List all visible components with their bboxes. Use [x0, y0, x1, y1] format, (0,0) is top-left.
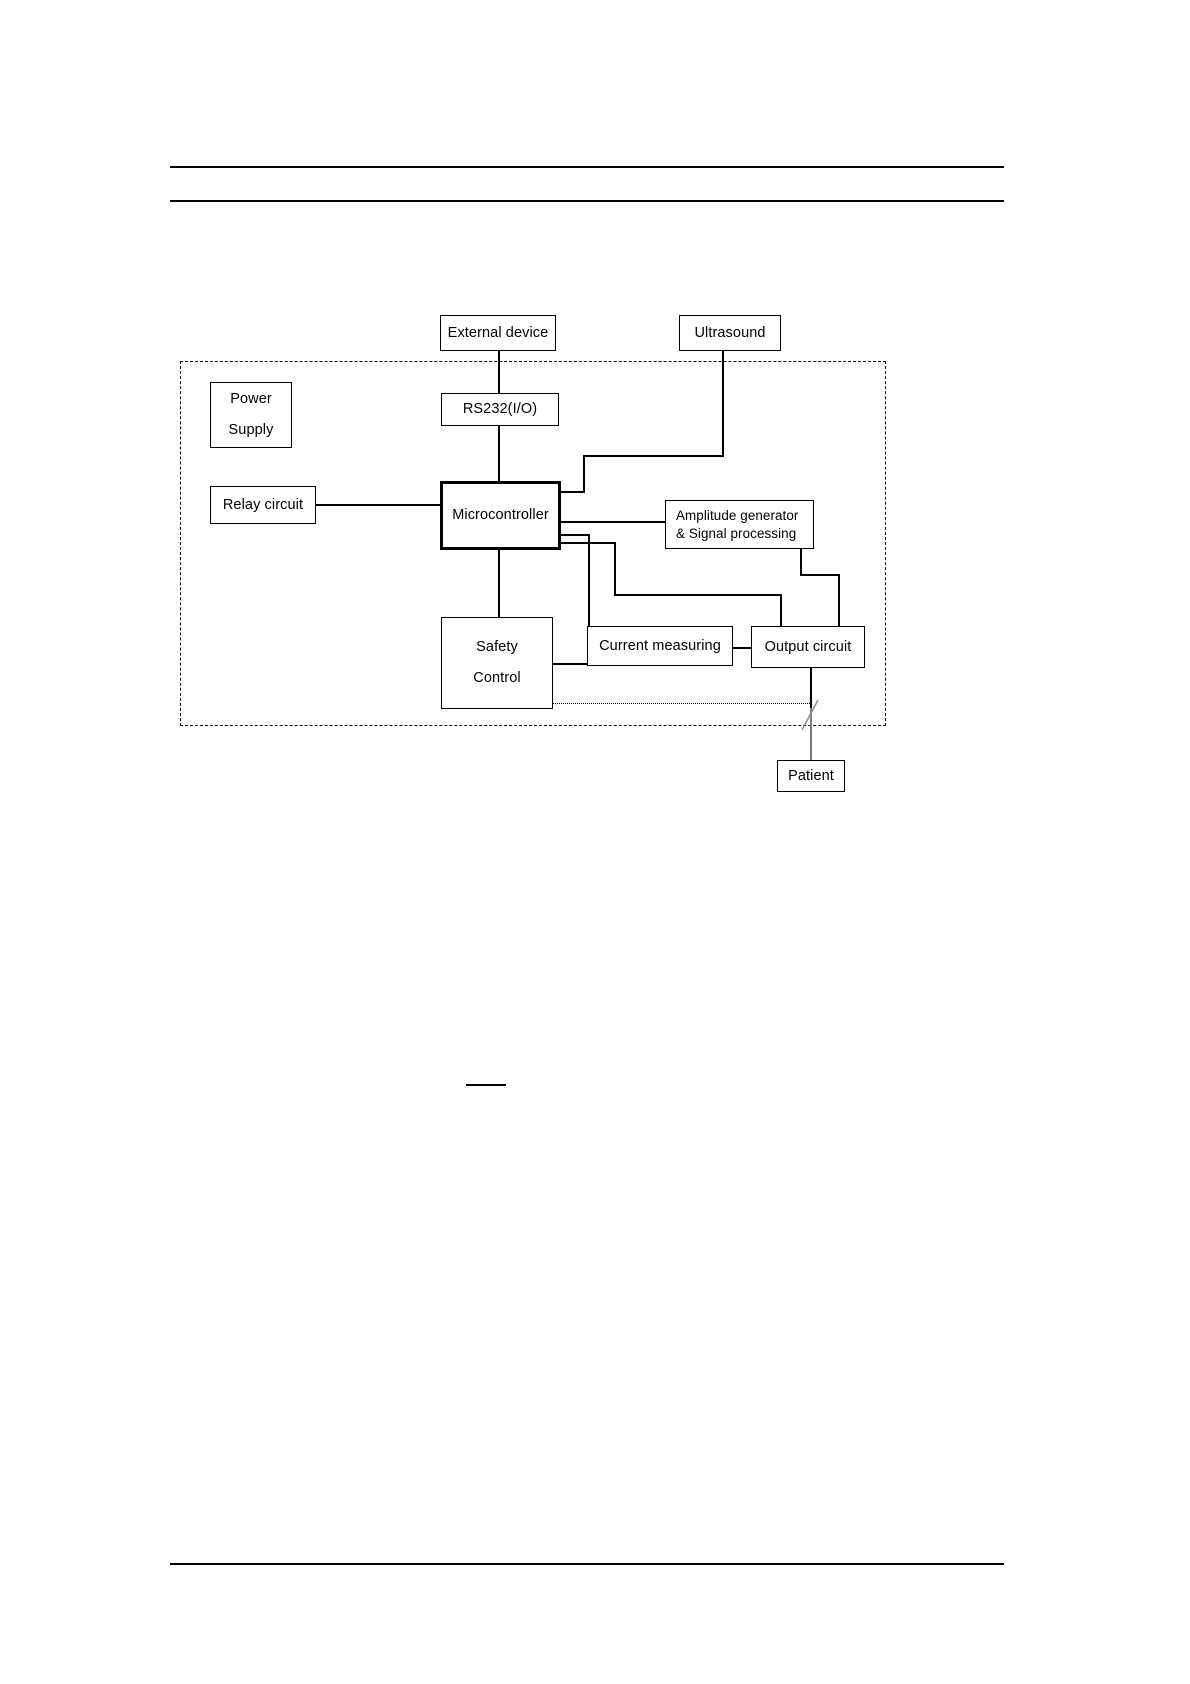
wire-microcontroller-tap-mid — [559, 534, 589, 536]
block-label: RS232(I/O) — [462, 401, 538, 418]
block-safety-control[interactable]: Safety Control — [441, 617, 553, 709]
device-enclosure-dashed-boundary — [180, 361, 886, 726]
wire-microcontroller-to-safety-control — [498, 549, 500, 619]
wire-ultrasound-into-microcontroller — [558, 491, 585, 493]
block-ultrasound[interactable]: Ultrasound — [679, 315, 781, 351]
wire-current-to-output-circuit — [733, 647, 752, 649]
block-label: Patient — [788, 767, 834, 784]
wire-microcontroller-tap-low — [559, 542, 615, 544]
wire-output-circuit-to-patient-lower — [810, 708, 812, 760]
block-label: Output circuit — [764, 638, 852, 655]
block-external-device[interactable]: External device — [440, 315, 556, 351]
wire-microcontroller-tap-low-drop — [614, 542, 616, 595]
block-label: External device — [447, 324, 549, 341]
block-relay-circuit[interactable]: Relay circuit — [210, 486, 316, 524]
isolation-break-marker — [801, 699, 819, 731]
block-label: Relay circuit — [222, 496, 304, 513]
wire-safety-control-dotted-to-patient-path — [553, 703, 810, 704]
block-current-measuring[interactable]: Current measuring — [587, 626, 733, 666]
wire-ultrasound-horizontal — [583, 455, 724, 457]
block-label-line2: Supply — [228, 422, 274, 438]
wire-amplitude-drop — [800, 549, 802, 575]
wire-ultrasound-vertical — [722, 351, 724, 456]
block-amplitude-generator-signal-processing[interactable]: Amplitude generator & Signal processing — [665, 500, 814, 549]
wire-relay-to-microcontroller — [316, 504, 442, 506]
wire-amplitude-to-output-right — [800, 574, 839, 576]
block-label-line1: Amplitude generator — [676, 508, 799, 524]
wire-external-device-to-rs232 — [498, 351, 500, 393]
wire-amplitude-output-right-drop — [838, 574, 840, 626]
block-label-line2: & Signal processing — [676, 525, 797, 541]
wire-microcontroller-tap-mid-drop — [588, 534, 590, 664]
wire-rs232-to-microcontroller — [498, 426, 500, 482]
block-label: Microcontroller — [452, 507, 549, 524]
header-rule-bottom — [170, 200, 1004, 202]
wire-output-circuit-top-stub — [780, 594, 782, 626]
wire-to-output-circuit-top — [614, 594, 781, 596]
block-label-line1: Safety — [476, 639, 518, 656]
block-label: Current measuring — [599, 637, 721, 654]
footer-rule — [170, 1563, 1004, 1565]
header-rule-top — [170, 166, 1004, 168]
block-label-line1: Power — [230, 391, 272, 408]
block-microcontroller[interactable]: Microcontroller — [440, 481, 561, 550]
block-patient[interactable]: Patient — [777, 760, 845, 792]
block-power-supply[interactable]: Power Supply — [210, 382, 292, 448]
wire-ultrasound-drop-to-microcontroller — [583, 455, 585, 492]
wire-microcontroller-to-amplitude — [559, 521, 667, 523]
mid-page-short-rule — [466, 1084, 506, 1086]
wire-output-circuit-to-patient — [810, 668, 812, 708]
block-output-circuit[interactable]: Output circuit — [751, 626, 865, 668]
block-label-line2: Control — [473, 670, 521, 686]
block-rs232-io[interactable]: RS232(I/O) — [441, 393, 559, 426]
wire-safety-to-current-measuring — [553, 663, 589, 665]
block-label: Ultrasound — [694, 324, 766, 341]
